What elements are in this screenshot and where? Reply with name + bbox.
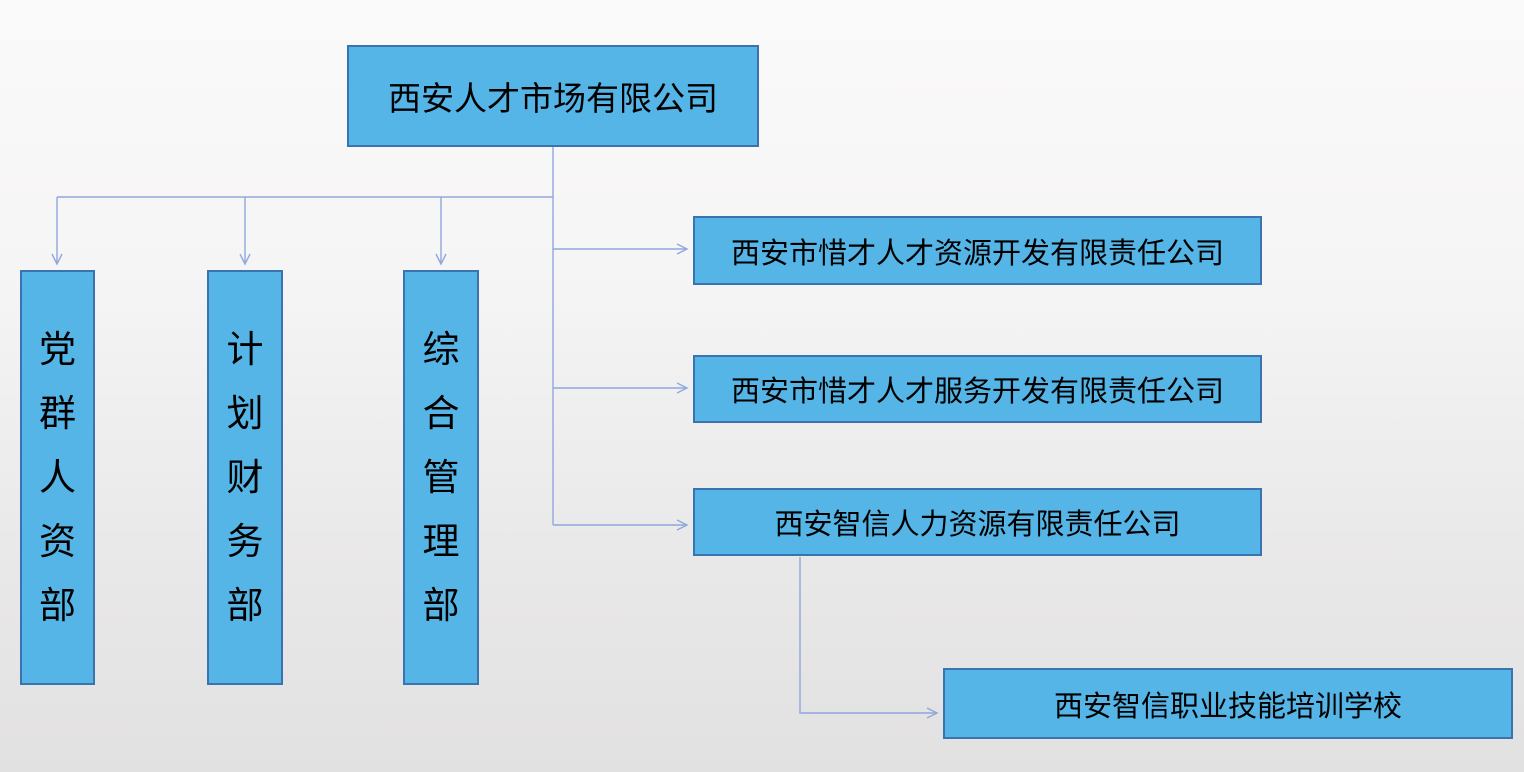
subsidiary-label: 西安市惜才人才服务开发有限责任公司 — [730, 376, 1224, 408]
subsidiary-box-talent-resource-development: 西安市惜才人才资源开发有限责任公司 — [693, 216, 1262, 285]
department-box-party-mass-hr: 党群人资部 — [20, 270, 95, 685]
school-label: 西安智信职业技能培训学校 — [1053, 690, 1402, 723]
school-box-zhixin-vocational-training: 西安智信职业技能培训学校 — [943, 668, 1513, 739]
subsidiary-label: 西安智信人力资源有限责任公司 — [774, 509, 1181, 541]
department-box-general-management: 综合管理部 — [403, 270, 479, 685]
department-label: 党群人资部 — [39, 328, 76, 626]
department-label: 计划财务部 — [226, 328, 264, 626]
subsidiary-label: 西安市惜才人才资源开发有限责任公司 — [730, 237, 1224, 270]
root-company-label: 西安人才市场有限公司 — [388, 80, 718, 117]
department-box-planning-finance: 计划财务部 — [207, 270, 283, 685]
department-label: 综合管理部 — [422, 328, 460, 626]
subsidiary-box-zhixin-human-resources: 西安智信人力资源有限责任公司 — [693, 488, 1262, 556]
school-elbow-arrow — [799, 557, 939, 719]
subsidiary-box-talent-service-development: 西安市惜才人才服务开发有限责任公司 — [693, 355, 1262, 423]
root-company-box: 西安人才市场有限公司 — [347, 45, 759, 147]
